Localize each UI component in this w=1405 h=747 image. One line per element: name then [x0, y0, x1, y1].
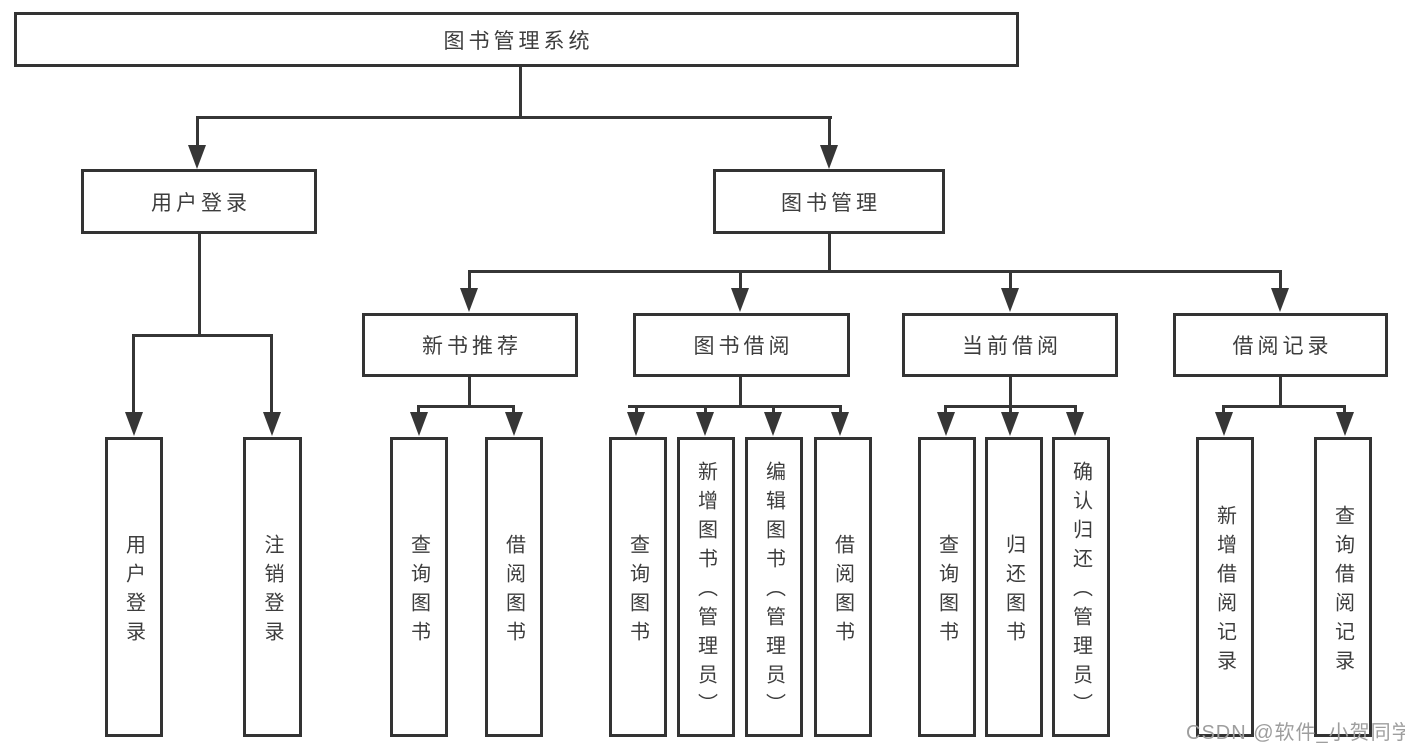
- connector-user-login-rail: [132, 334, 272, 337]
- connector-line: [944, 405, 947, 417]
- connector-line: [1009, 405, 1012, 417]
- leaf-borrow-books-new-label: 借阅图书: [502, 533, 525, 650]
- node-current-borrowing-label: 当前借阅: [962, 335, 1062, 358]
- connector-line: [512, 405, 515, 417]
- leaf-query-books-current: 查询图书: [918, 437, 976, 737]
- csdn-watermark: CSDN @软件_小贺同学: [1186, 722, 1405, 744]
- leaf-confirm-return-admin-label: 确认归还（管理员）: [1069, 461, 1092, 722]
- connector-root-stem: [519, 67, 522, 119]
- connector-records-stem: [1279, 377, 1282, 408]
- arrowhead-icon: [820, 145, 838, 169]
- leaf-logout-login-label: 注销登录: [261, 533, 283, 650]
- arrowhead-icon: [1271, 288, 1289, 312]
- connector-book-mgmt-stem: [828, 234, 831, 273]
- connector-book-borrow-stem: [739, 377, 742, 408]
- connector-line: [739, 270, 742, 292]
- leaf-confirm-return-admin: 确认归还（管理员）: [1052, 437, 1110, 737]
- root-node-label: 图书管理系统: [443, 29, 594, 53]
- arrowhead-icon: [1215, 412, 1233, 436]
- node-borrowing-records-label: 借阅记录: [1232, 335, 1333, 358]
- arrowhead-icon: [125, 412, 143, 436]
- connector-line: [839, 405, 842, 417]
- connector-book-borrow-rail: [628, 405, 842, 408]
- leaf-return-books-label: 归还图书: [1002, 533, 1025, 650]
- connector-line: [1009, 270, 1012, 292]
- node-new-book-recommend-label: 新书推荐: [422, 335, 522, 358]
- node-book-borrowing-label: 图书借阅: [693, 335, 794, 358]
- leaf-query-borrow-record-label: 查询借阅记录: [1331, 504, 1354, 679]
- arrowhead-icon: [410, 412, 428, 436]
- arrowhead-icon: [696, 412, 714, 436]
- arrowhead-icon: [764, 412, 782, 436]
- leaf-borrow-books-label: 借阅图书: [831, 533, 854, 650]
- arrowhead-icon: [505, 412, 523, 436]
- arrowhead-icon: [1001, 412, 1019, 436]
- connector-line: [635, 405, 638, 417]
- connector-line: [417, 405, 420, 417]
- node-borrowing-records: 借阅记录: [1173, 313, 1388, 377]
- arrowhead-icon: [1336, 412, 1354, 436]
- leaf-query-borrow-record: 查询借阅记录: [1314, 437, 1372, 737]
- leaf-borrow-books: 借阅图书: [814, 437, 872, 737]
- connector-line: [196, 116, 199, 148]
- leaf-query-books-borrow-label: 查询图书: [626, 533, 649, 650]
- node-current-borrowing: 当前借阅: [902, 313, 1118, 377]
- node-book-management: 图书管理: [713, 169, 945, 234]
- leaf-borrow-books-new: 借阅图书: [485, 437, 543, 737]
- arrowhead-icon: [1001, 288, 1019, 312]
- node-user-login-label: 用户登录: [151, 191, 251, 215]
- arrowhead-icon: [1066, 412, 1084, 436]
- leaf-edit-books-admin-label: 编辑图书（管理员）: [762, 461, 785, 722]
- connector-line: [1222, 405, 1225, 417]
- arrowhead-icon: [831, 412, 849, 436]
- connector-line: [704, 405, 707, 417]
- connector-records-rail: [1222, 405, 1346, 408]
- connector-line: [270, 334, 273, 414]
- leaf-query-books-new-label: 查询图书: [407, 533, 430, 650]
- leaf-add-borrow-record: 新增借阅记录: [1196, 437, 1254, 737]
- arrowhead-icon: [188, 145, 206, 169]
- leaf-logout-login: 注销登录: [243, 437, 302, 737]
- leaf-return-books: 归还图书: [985, 437, 1043, 737]
- connector-line: [828, 116, 831, 148]
- connector-line: [1343, 405, 1346, 417]
- node-book-management-label: 图书管理: [781, 191, 881, 215]
- leaf-user-login: 用户登录: [105, 437, 163, 737]
- connector-line: [1279, 270, 1282, 292]
- root-node: 图书管理系统: [14, 12, 1019, 67]
- arrowhead-icon: [627, 412, 645, 436]
- arrowhead-icon: [937, 412, 955, 436]
- connector-current-borrow-stem: [1009, 377, 1012, 408]
- connector-line: [772, 405, 775, 417]
- leaf-query-books-current-label: 查询图书: [935, 533, 958, 650]
- leaf-query-books-borrow: 查询图书: [609, 437, 667, 737]
- leaf-user-login-label: 用户登录: [122, 533, 145, 650]
- connector-book-mgmt-rail: [468, 270, 1282, 273]
- connector-line: [1074, 405, 1077, 417]
- arrowhead-icon: [263, 412, 281, 436]
- connector-line: [468, 270, 471, 292]
- leaf-query-books-new: 查询图书: [390, 437, 448, 737]
- node-book-borrowing: 图书借阅: [633, 313, 850, 377]
- leaf-add-books-admin: 新增图书（管理员）: [677, 437, 735, 737]
- connector-new-book-rail: [417, 405, 515, 408]
- leaf-edit-books-admin: 编辑图书（管理员）: [745, 437, 803, 737]
- node-user-login: 用户登录: [81, 169, 317, 234]
- connector-user-login-stem: [198, 234, 201, 337]
- connector-new-book-stem: [468, 377, 471, 408]
- leaf-add-borrow-record-label: 新增借阅记录: [1213, 504, 1236, 679]
- connector-line: [132, 334, 135, 414]
- leaf-add-books-admin-label: 新增图书（管理员）: [694, 461, 717, 722]
- arrowhead-icon: [460, 288, 478, 312]
- node-new-book-recommend: 新书推荐: [362, 313, 578, 377]
- connector-root-rail: [196, 116, 832, 119]
- arrowhead-icon: [731, 288, 749, 312]
